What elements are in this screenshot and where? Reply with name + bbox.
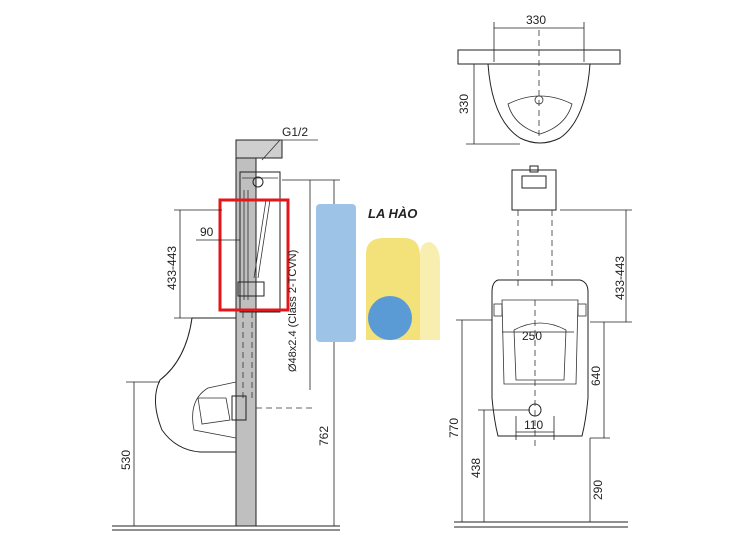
front-dim-flush-height: 433-443 <box>613 256 627 300</box>
front-dim-total-height: 770 <box>447 418 461 438</box>
urinal-front-body <box>491 279 589 437</box>
front-dim-bottom-height: 290 <box>591 480 605 500</box>
front-dim-outlet-height: 438 <box>469 458 483 478</box>
front-view: 433-443 250 640 770 110 438 290 <box>447 165 632 528</box>
logo-blue-bar <box>316 204 356 342</box>
side-wall-top <box>235 139 283 159</box>
top-dim-width: 330 <box>526 13 546 27</box>
top-dim-depth: 330 <box>457 94 471 114</box>
side-pipe-spec: Ø48x2.4 (Class 2-TCVN) <box>287 250 299 372</box>
valve-outlet <box>237 281 265 297</box>
pipe-label: G1/2 <box>282 125 308 139</box>
la-hao-logo: LA HÀO <box>316 204 440 342</box>
side-dim-rim-height: 530 <box>119 450 133 470</box>
side-dim-outlet-height: 762 <box>317 426 331 446</box>
logo-yellow-arch-2 <box>420 242 440 340</box>
front-dim-outlet-spacing: 110 <box>524 418 543 432</box>
side-view: G1/2 433-443 90 553 Ø48x2.4 (Class 2-TCV… <box>112 125 340 531</box>
top-view: 330 330 <box>457 13 621 145</box>
top-bowl-outline <box>487 63 591 144</box>
logo-blue-circle <box>368 296 412 340</box>
side-wall <box>235 155 257 527</box>
flush-valve-box <box>239 171 281 313</box>
front-dim-inner-width: 250 <box>522 329 542 343</box>
side-outlet-fitting <box>231 395 247 421</box>
side-dim-offset: 90 <box>200 225 214 239</box>
front-dim-inlet-height: 640 <box>589 366 603 386</box>
urinal-side-body <box>155 317 236 453</box>
side-dim-flush-height: 433-443 <box>165 246 179 290</box>
logo-text: LA HÀO <box>368 206 417 221</box>
highlight-box <box>218 198 290 312</box>
front-valve-box <box>511 169 557 211</box>
pipe-inlet-circle <box>252 176 264 188</box>
